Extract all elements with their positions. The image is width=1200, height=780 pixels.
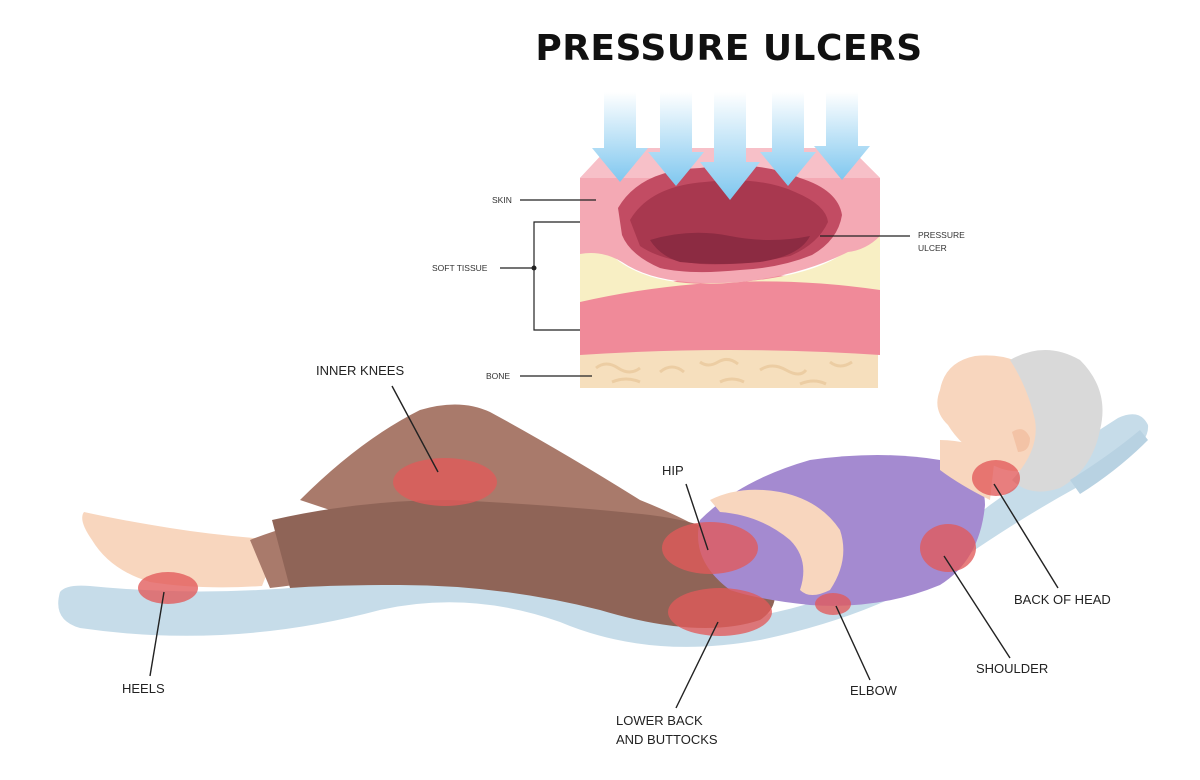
label-hip: HIP [662,463,684,478]
fat-layer [580,232,880,302]
body-site-leaders [149,385,1059,709]
pressure-spot-hip [662,522,758,574]
label-lower-back-line2: AND BUTTOCKS [616,732,718,747]
pressure-spot-buttocks [668,588,772,636]
pressure-arrow [592,92,648,182]
pillow-edge [1070,430,1148,494]
pressure-spot-shoulder [920,524,976,572]
tissue-cross-section [500,92,910,388]
pressure-spot-elbow [815,593,851,615]
label-soft-tissue: SOFT TISSUE [432,263,488,273]
pressure-arrow [760,92,816,186]
label-skin: SKIN [492,195,512,205]
ear [1012,429,1030,452]
pressure-arrow [814,92,870,180]
muscle-layer [580,275,880,355]
page-title: PRESSURE ULCERS [535,28,923,69]
label-lower-back-line1: LOWER BACK [616,713,703,728]
pressure-spot-heel [138,572,198,604]
label-pressure-ulcer-line2: ULCER [918,243,947,253]
label-heels: HEELS [122,681,165,696]
bone-layer [580,350,878,388]
label-pressure-ulcer-line1: PRESSURE [918,230,965,240]
label-back-of-head: BACK OF HEAD [1014,592,1111,607]
ulcer-deep [650,232,810,264]
pressure-spots [138,458,1020,636]
label-bone: BONE [486,371,511,381]
bone-texture [595,357,853,386]
pressure-spot-knee [393,458,497,506]
pressure-arrow [648,92,704,186]
label-shoulder: SHOULDER [976,661,1049,676]
label-elbow: ELBOW [850,683,897,698]
foot [82,512,280,588]
patient-figure [82,350,1148,628]
cross-section-leaders [500,199,910,377]
arm [710,489,844,595]
pressure-arrows [592,92,870,200]
soft-tissue-bracket-dot [531,265,537,271]
pressure-spot-head [972,460,1020,496]
pressure-arrow [700,92,760,200]
near-leg [272,500,775,628]
hair [1010,350,1103,492]
label-inner-knees: INNER KNEES [316,363,405,378]
